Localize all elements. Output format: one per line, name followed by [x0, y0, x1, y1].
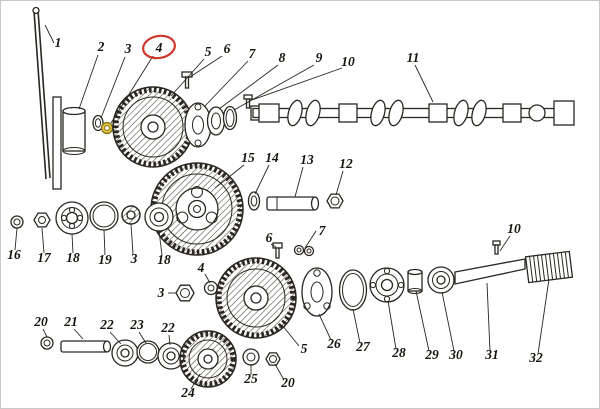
thrust-washer-highlighted — [100, 121, 114, 135]
nut-bottom — [265, 352, 281, 366]
callout-label: 21 — [63, 314, 78, 329]
shaft-pin — [492, 240, 501, 255]
callout-label: 24 — [180, 385, 195, 400]
lock-washers — [293, 244, 315, 257]
callout-label: 25 — [243, 371, 258, 386]
callout-label: 12 — [339, 156, 353, 171]
push-rod — [32, 6, 62, 190]
callout-label: 7 — [319, 223, 327, 238]
leader-lines — [14, 24, 550, 390]
dowel-pin — [243, 94, 253, 109]
pump-drive-shaft — [454, 258, 526, 285]
callout-label: 13 — [300, 152, 314, 167]
spacer-ring-left — [121, 205, 141, 225]
callout-label: 9 — [316, 50, 323, 65]
callout-label: 6 — [266, 230, 273, 245]
thrust-plate — [184, 102, 212, 148]
bolt-top — [181, 71, 193, 89]
callout-label: 15 — [241, 150, 255, 165]
nut-left — [33, 212, 51, 228]
callout-label: 19 — [98, 252, 112, 267]
callout-label: 20 — [280, 375, 295, 390]
callout-label: 10 — [507, 221, 521, 236]
callout-label: 3 — [157, 285, 165, 300]
gear-bottom — [179, 330, 237, 388]
spacer-washer — [206, 106, 226, 136]
gear-washer — [203, 280, 219, 296]
callout-label: 31 — [484, 347, 499, 362]
callout-label: 27 — [355, 339, 371, 354]
splined-shaft-end — [524, 250, 574, 284]
ring-bottom — [136, 340, 160, 364]
callout-label: 11 — [407, 50, 420, 65]
washer-bottom-left — [40, 336, 54, 350]
callout-label: 29 — [424, 347, 439, 362]
callout-label: 6 — [224, 41, 231, 56]
callout-label: 4 — [197, 260, 205, 275]
gear-nut — [175, 284, 195, 302]
callout-label-circled: 4 — [155, 40, 163, 55]
callout-label: 10 — [341, 54, 355, 69]
callout-label: 20 — [33, 314, 48, 329]
callout-label: 7 — [249, 46, 257, 61]
callout-label: 28 — [391, 345, 406, 360]
ball-bearing-left — [55, 201, 89, 235]
callout-label: 3 — [124, 41, 132, 56]
callout-label: 14 — [265, 150, 279, 165]
camshaft-gear — [112, 86, 194, 168]
retaining-ring — [222, 105, 238, 131]
ball-bearing-right — [369, 267, 405, 303]
callout-label: 22 — [160, 320, 175, 335]
callout-label: 5 — [205, 44, 212, 59]
callout-label: 18 — [157, 252, 171, 267]
callout-label: 17 — [37, 250, 52, 265]
callout-label: 2 — [97, 39, 105, 54]
callout-label: 32 — [528, 350, 543, 365]
callout-label: 26 — [326, 336, 341, 351]
shaft-nut — [326, 193, 344, 209]
callout-label: 22 — [99, 317, 114, 332]
drive-gear-lower — [215, 257, 297, 339]
callout-label: 5 — [301, 341, 308, 356]
callout-label: 18 — [66, 250, 80, 265]
gasket-ring — [338, 269, 368, 311]
highlight-ellipse — [142, 34, 176, 60]
callout-label: 16 — [7, 247, 21, 262]
flange-bolt — [272, 242, 283, 259]
valve-tappet — [62, 106, 86, 155]
bearing-right-2 — [427, 266, 455, 294]
spacer-sleeve — [407, 268, 423, 294]
callout-label: 1 — [55, 35, 62, 50]
idler-gear — [150, 162, 244, 256]
bottom-shaft — [60, 340, 112, 353]
bearing-flange — [301, 267, 333, 317]
washer-small — [92, 114, 104, 132]
idler-washer — [247, 191, 261, 211]
callout-label: 23 — [129, 317, 144, 332]
washer-bottom-2 — [242, 348, 260, 366]
seal-ring-left — [89, 201, 119, 231]
callout-label: 3 — [130, 251, 138, 266]
callout-label: 8 — [279, 50, 286, 65]
bearing-bottom-1 — [111, 339, 139, 367]
camshaft — [250, 99, 575, 127]
callout-label: 30 — [448, 347, 463, 362]
bearing-left-2 — [144, 202, 174, 232]
idler-shaft — [266, 196, 320, 211]
washer-left — [10, 215, 24, 229]
